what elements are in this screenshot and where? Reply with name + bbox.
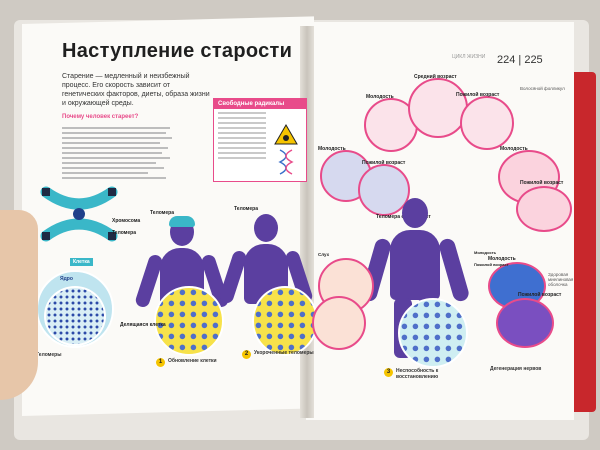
caption-renewal: Обновление клетки: [168, 358, 238, 364]
label-telomere: Теломера: [112, 230, 136, 236]
ring-hair-middle: [408, 78, 468, 138]
body-text-block: [62, 124, 172, 182]
ring-eye-old: [358, 164, 410, 216]
holding-hand: [0, 210, 38, 400]
ring-label-old-age-2: Пожилой возраст: [362, 160, 406, 166]
box-text: [214, 112, 306, 159]
head: [402, 198, 428, 228]
ring-ear-old: [312, 296, 366, 350]
label-chromosome: Хромосома: [112, 218, 141, 224]
caption-no-recovery: Неспособность к восстановлению: [396, 368, 476, 380]
right-arm: [437, 237, 471, 303]
step-number-2: 2: [242, 350, 251, 359]
cells-circle-3: [398, 298, 468, 368]
nucleus-circle: [44, 286, 106, 346]
caption-title: Неспособность к восстановлению: [396, 368, 439, 380]
ring-label-youth-1: Молодость: [366, 94, 394, 100]
label-telomere-2: Теломера: [234, 206, 258, 212]
caption-title: Укороченные теломеры: [254, 350, 314, 356]
radiation-icon: [274, 124, 298, 145]
question-heading: Почему человек стареет?: [62, 114, 139, 120]
torso: [390, 230, 440, 300]
ring-label-middle-age: Средний возраст: [414, 74, 457, 80]
ring-label-old-age-3: Пожилой возраст: [520, 180, 564, 186]
step-number-1: 1: [156, 358, 165, 367]
label-dividing-cell: Делящаяся клетка: [120, 322, 166, 328]
page-numbers: 224 | 225: [497, 54, 543, 66]
page-title: Наступление старости: [62, 40, 293, 62]
ring-label-youth-2: Молодость: [318, 146, 346, 152]
caption-title: Обновление клетки: [168, 358, 217, 364]
step-number-3: 3: [384, 368, 393, 377]
box-header: Свободные радикалы: [214, 99, 306, 109]
intro-text: Старение — медленный и неизбежный процес…: [62, 73, 210, 107]
label-healthy-layer: Здоровая миелиновая оболочка: [548, 272, 574, 287]
ring-label-old-age-4: Пожилой возраст: [518, 292, 562, 298]
label-telomere-1: Теломера: [150, 210, 174, 216]
ring-label-old-age-5: Пожилой возраст: [474, 262, 509, 267]
free-radicals-box: Свободные радикалы: [213, 98, 307, 182]
ring-label-old-age-1: Пожилой возраст: [456, 92, 500, 98]
ring-label-youth-3: Молодость: [500, 146, 528, 152]
caption-title: Дегенерация нервов: [490, 366, 542, 372]
cells-circle-1: [154, 286, 224, 356]
ring-nerve-old: [496, 298, 554, 348]
caption-telomeres: Теломеры: [36, 352, 106, 358]
dna-icon: [278, 149, 294, 175]
running-head: ЦИКЛ ЖИЗНИ: [452, 54, 486, 60]
ring-label-youth-4: Молодость: [488, 256, 516, 262]
label-nucleus: Ядро: [60, 276, 73, 282]
chromosome-icon: [40, 186, 118, 242]
label-cell: Клетка: [70, 258, 93, 266]
ring-skin-old: [516, 186, 572, 232]
label-hearing: Слух: [318, 252, 330, 257]
label-hair-follicle: Волосяной фолликул: [520, 86, 565, 91]
caption-shorter-telomeres: Укороченные теломеры: [254, 350, 324, 356]
cells-circle-2: [252, 286, 318, 356]
hair: [169, 216, 195, 227]
ring-label-youth-5: Молодость: [474, 250, 497, 255]
caption-title: Теломеры: [36, 352, 62, 358]
caption-nerve-degeneration: Дегенерация нервов: [490, 366, 568, 372]
ring-hair-old: [460, 96, 514, 150]
head: [254, 214, 278, 242]
